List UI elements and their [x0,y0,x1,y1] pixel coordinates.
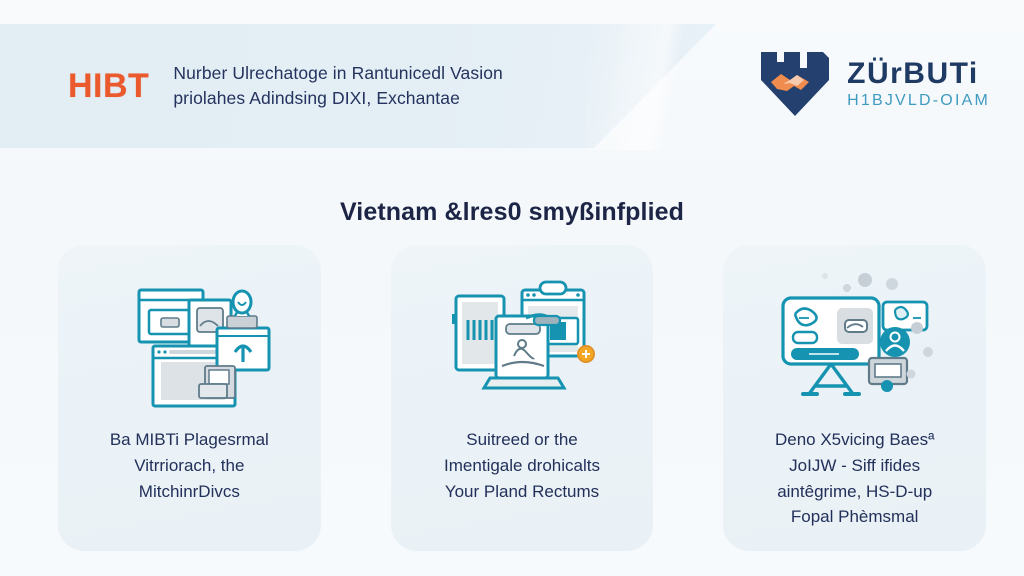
feature-card-3-line-4: Fopal Phèmsmal [790,507,919,527]
feature-card-3-line-3: aintêgrime, HS-D-up [777,481,933,501]
header-headline-line-1: Nurber Ulrechatoge in Rantunicedl Vasion [173,63,503,84]
feature-card-3-line-1: Deno X5vicing Baesª [774,430,935,449]
brand-mark-hibt: HIBT [68,67,150,105]
feature-card-list: Ba MIBTi Plagesrmal Vitrriorach, the Mit… [58,245,987,551]
handshake-logo-icon [757,46,833,120]
feature-card-1-text: Ba MIBTi Plagesrmal Vitrriorach, the Mit… [96,427,283,504]
feature-card-3[interactable]: Deno X5vicing Baesª JoIJW - Siff ifides … [723,245,987,551]
logo-wordmark: ZÜrBUTi H1BJVLD-OIAM [847,57,990,110]
header-headline: Nurber Ulrechatoge in Rantunicedl Vasion… [173,61,503,111]
feature-card-1-line-1: Ba MIBTi Plagesrmal [109,430,269,449]
presentation-screen-network-icon [723,261,986,421]
header-headline-line-2: priolahes Adindsing DIXI, Exchantae [173,88,460,108]
feature-card-2-line-1: Suitreed or the [466,430,578,449]
page-title: Vietnam &lres0 smyßinfplied [339,198,685,226]
logo-name: ZÜrBUTi [847,56,979,90]
feature-card-1-line-3: MitchinrDivcs [138,481,240,501]
feature-card-2-line-2: Imentigale drohicalts [444,455,600,475]
company-logo: ZÜrBUTi H1BJVLD-OIAM [757,46,990,120]
browser-windows-upload-icon [58,261,321,421]
feature-card-1[interactable]: Ba MIBTi Plagesrmal Vitrriorach, the Mit… [58,245,321,551]
feature-card-2-text: Suitreed or the Imentigale drohicalts Yo… [430,427,614,504]
feature-card-3-line-2: JoIJW - Siff ifides [789,455,921,475]
logo-tagline: H1BJVLD-OIAM [847,91,990,109]
feature-card-3-text: Deno X5vicing Baesª JoIJW - Siff ifides … [761,427,948,530]
feature-card-2-line-3: Your Pland Rectums [444,481,600,501]
feature-card-2[interactable]: Suitreed or the Imentigale drohicalts Yo… [390,245,654,551]
feature-card-1-line-2: Vitrriorach, the [134,455,245,475]
devices-laptop-monitor-icon [391,261,654,421]
header-content: HIBT Nurber Ulrechatoge in Rantunicedl V… [0,24,716,148]
